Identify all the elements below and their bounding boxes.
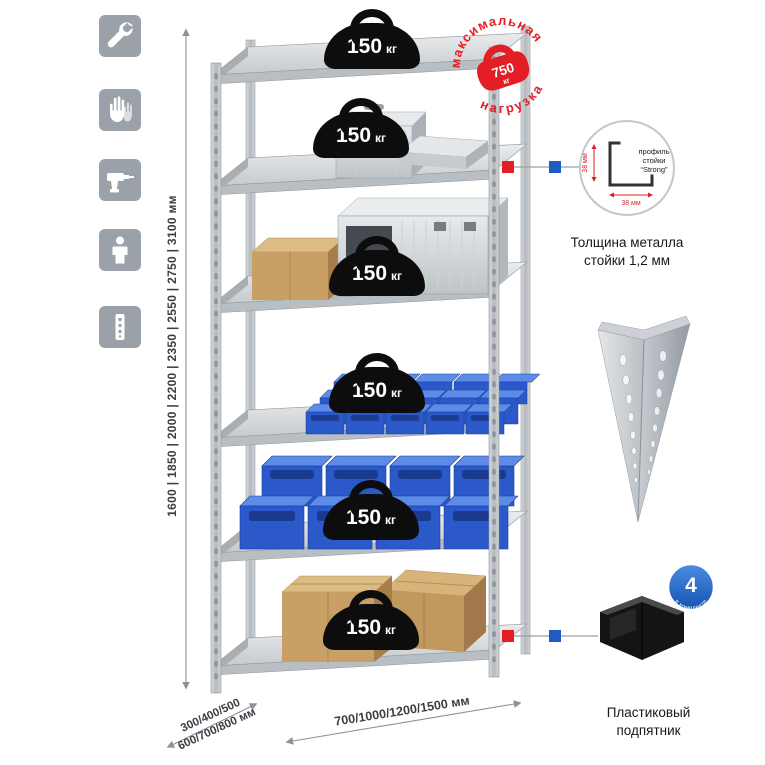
shelf-load-badge-5: 150 кг — [323, 494, 419, 540]
profile-dim-horizontal: 38 мм — [621, 200, 641, 207]
foot-caption-line1: Пластиковый — [606, 705, 691, 720]
load-unit: кг — [385, 623, 397, 637]
profile-sketch — [608, 141, 654, 187]
load-value: 150 — [345, 615, 382, 639]
post-profile-detail: 38 мм 38 мм профиль стойки “Strong” — [579, 120, 675, 216]
profile-label: профиль стойки “Strong” — [638, 147, 669, 174]
profile-dim-vertical: 38 мм — [582, 153, 589, 173]
wrench-icon — [99, 15, 141, 57]
load-unit: кг — [391, 269, 403, 283]
profile-caption: Толщина металла стойки 1,2 мм — [542, 234, 712, 269]
connector-markers — [502, 161, 598, 642]
stamp-unit: кг — [502, 75, 511, 86]
shelf-load-badge-4: 150 кг — [329, 367, 425, 413]
svg-text:стойки: стойки — [643, 156, 666, 165]
corner-post-photo — [597, 315, 691, 523]
drill-icon — [99, 159, 141, 201]
red-marker-bottom — [502, 630, 514, 642]
stamp-value: 750 — [490, 60, 516, 81]
load-value: 150 — [345, 505, 382, 529]
stamp-kettlebell: 750 кг — [477, 44, 530, 91]
person-icon — [99, 229, 141, 271]
depth-dimension-line — [166, 703, 258, 748]
quantity-badge: 4 в комплекте — [666, 562, 716, 612]
foot-caption-line2: подпятник — [616, 722, 681, 738]
shelf-load-badge-1: 150 кг — [324, 23, 420, 69]
plastic-foot-photo — [600, 596, 684, 660]
blue-marker-bottom — [549, 630, 561, 642]
front-posts — [210, 46, 500, 694]
load-value: 150 — [351, 378, 388, 402]
metal-case-and-box — [251, 197, 509, 300]
red-marker-top — [502, 161, 514, 173]
work-gloves-icon — [99, 89, 141, 131]
quantity-value: 4 — [685, 574, 697, 597]
foot-caption: Пластиковый подпятник — [556, 704, 741, 739]
profile-caption-line1: Толщина металла — [570, 235, 684, 250]
load-unit: кг — [386, 42, 398, 56]
load-unit: кг — [375, 131, 387, 145]
shelf-load-badge-2: 150 кг — [313, 112, 409, 158]
blue-marker-top — [549, 161, 561, 173]
load-unit: кг — [385, 513, 397, 527]
shelf-load-badge-3: 150 кг — [329, 250, 425, 296]
load-value: 150 — [335, 123, 372, 147]
height-options-label: 1600 | 1850 | 2000 | 2200 | 2350 | 2550 … — [165, 195, 179, 517]
max-load-stamp: максимальная нагрузка 750 кг — [443, 8, 551, 125]
profile-caption-line2: стойки 1,2 мм — [583, 252, 671, 268]
svg-text:“Strong”: “Strong” — [640, 165, 668, 174]
dimension-lines — [166, 28, 522, 748]
width-dimension-line — [285, 700, 522, 745]
load-value: 150 — [346, 34, 383, 58]
svg-text:профиль: профиль — [638, 147, 669, 156]
load-value: 150 — [351, 261, 388, 285]
perforated-post-icon — [99, 306, 141, 348]
shelf-load-badge-6: 150 кг — [323, 604, 419, 650]
load-unit: кг — [391, 386, 403, 400]
